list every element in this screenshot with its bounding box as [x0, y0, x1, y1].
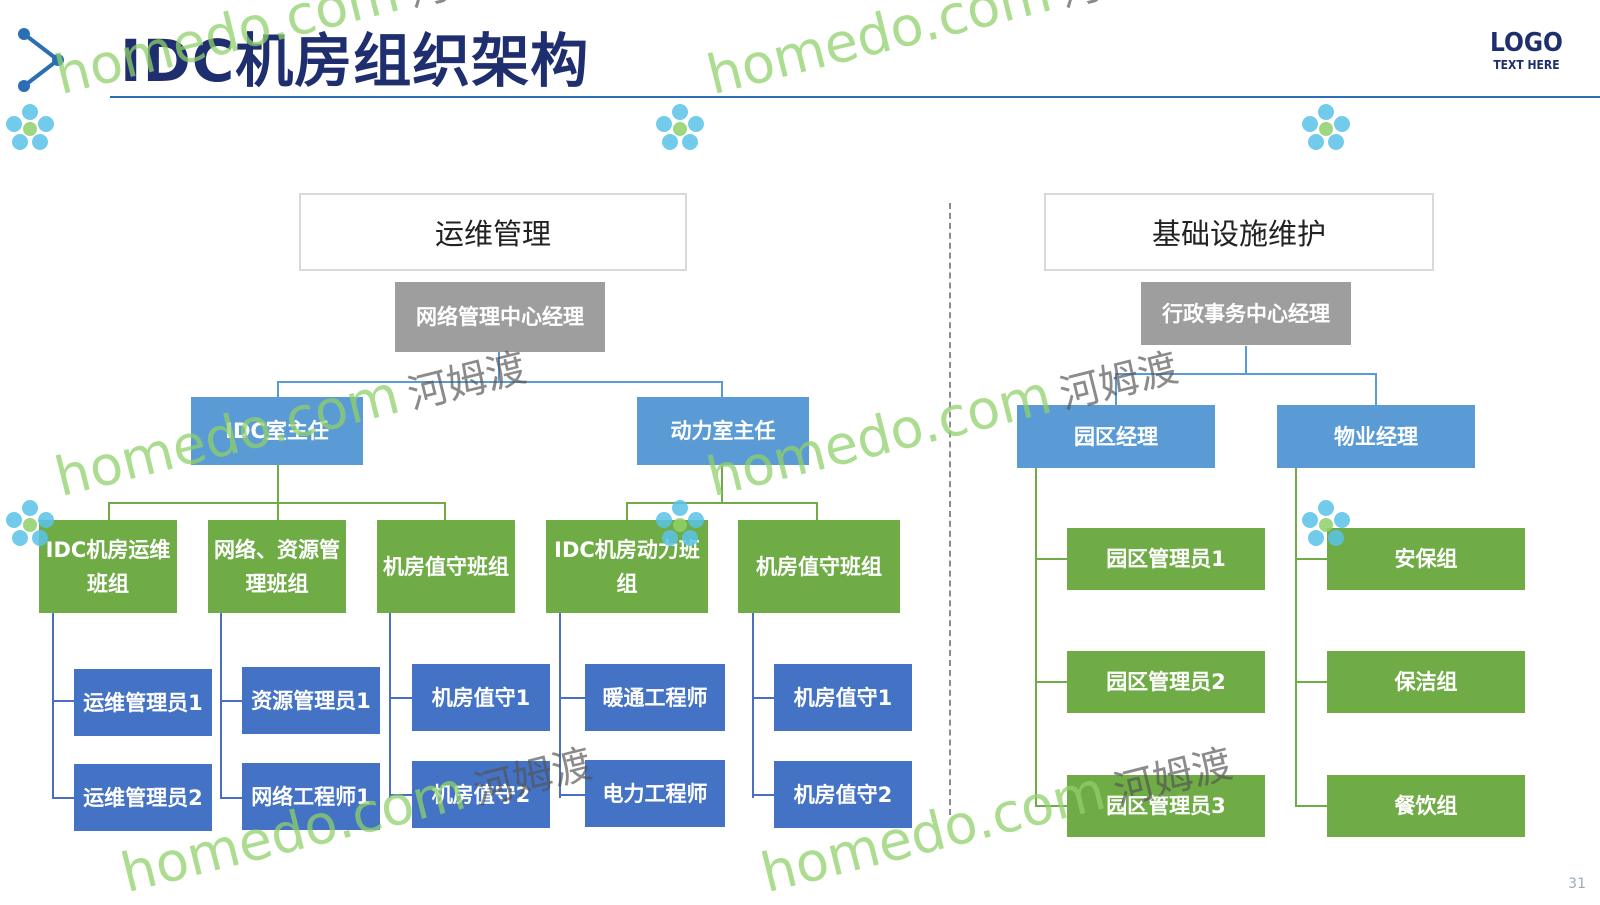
team-room-duty-a: 机房值守班组: [377, 520, 515, 613]
team-idc-power: IDC机房动力班组: [546, 520, 708, 613]
member-room-duty-1a: 机房值守1: [412, 664, 550, 731]
member-hvac-engineer: 暖通工程师: [585, 664, 725, 731]
manager-admin-affairs: 行政事务中心经理: [1141, 282, 1351, 345]
section-divider: [949, 203, 951, 815]
section-heading-ops: 运维管理: [299, 193, 687, 271]
page-title: IDC机房组织架构: [120, 27, 590, 95]
watermark-flower-icon: [6, 104, 54, 150]
logo-line-2: TEXT HERE: [1493, 58, 1560, 72]
supervisor-idc: IDC室主任: [191, 397, 363, 465]
page-number: 31: [1568, 876, 1586, 892]
member-catering-team: 餐饮组: [1327, 775, 1525, 837]
member-park-admin-2: 园区管理员2: [1067, 651, 1265, 713]
watermark: homedo.com河姆渡: [700, 0, 1183, 108]
member-ops-admin-1: 运维管理员1: [74, 669, 212, 736]
manager-network-center: 网络管理中心经理: [395, 282, 605, 352]
member-room-duty-2b: 机房值守2: [774, 761, 912, 828]
member-power-engineer: 电力工程师: [585, 760, 725, 827]
watermark-flower-icon: [1302, 500, 1350, 546]
watermark-flower-icon: [1302, 104, 1350, 150]
supervisor-park: 园区经理: [1017, 405, 1215, 468]
member-ops-admin-2: 运维管理员2: [74, 764, 212, 831]
logo-line-1: LOGO: [1490, 28, 1563, 58]
member-park-admin-3: 园区管理员3: [1067, 775, 1265, 837]
member-room-duty-1b: 机房值守1: [774, 664, 912, 731]
watermark-flower-icon: [6, 500, 54, 546]
watermark-flower-icon: [656, 104, 704, 150]
team-network-resource: 网络、资源管理班组: [208, 520, 346, 613]
title-underline: [110, 96, 1600, 98]
member-security-team: 安保组: [1327, 528, 1525, 590]
member-cleaning-team: 保洁组: [1327, 651, 1525, 713]
brand-logo: LOGO TEXT HERE: [1490, 28, 1563, 72]
watermark-flower-icon: [656, 500, 704, 546]
supervisor-property: 物业经理: [1277, 405, 1475, 468]
member-park-admin-1: 园区管理员1: [1067, 528, 1265, 590]
member-network-engineer-1: 网络工程师1: [242, 763, 380, 830]
supervisor-power: 动力室主任: [637, 397, 809, 465]
member-room-duty-2a: 机房值守2: [412, 761, 550, 828]
team-room-duty-b: 机房值守班组: [738, 520, 900, 613]
section-heading-infra: 基础设施维护: [1044, 193, 1434, 271]
network-logo-icon: [18, 28, 64, 92]
team-idc-ops: IDC机房运维班组: [39, 520, 177, 613]
member-resource-admin-1: 资源管理员1: [242, 667, 380, 734]
